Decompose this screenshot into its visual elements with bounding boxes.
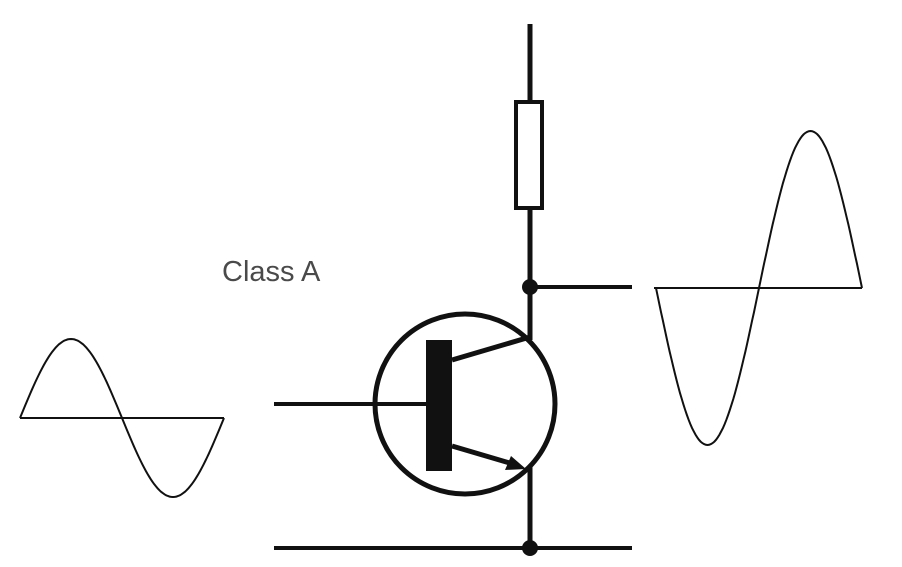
transistor-base-bar	[426, 340, 452, 471]
ground-junction-dot	[522, 540, 538, 556]
input-sine-curve	[19, 337, 225, 499]
input-signal-waveform	[19, 337, 225, 499]
amplifier-class-label: Class A	[222, 256, 321, 288]
transistor-emitter-lead	[451, 443, 514, 467]
collector-junction-dot	[522, 279, 538, 295]
transistor-collector-lead	[451, 334, 531, 363]
collector-resistor	[514, 100, 544, 210]
emitter-arrow	[505, 456, 526, 470]
output-sine-curve	[655, 129, 863, 447]
output-signal-waveform	[654, 129, 863, 447]
npn-transistor	[372, 311, 558, 497]
